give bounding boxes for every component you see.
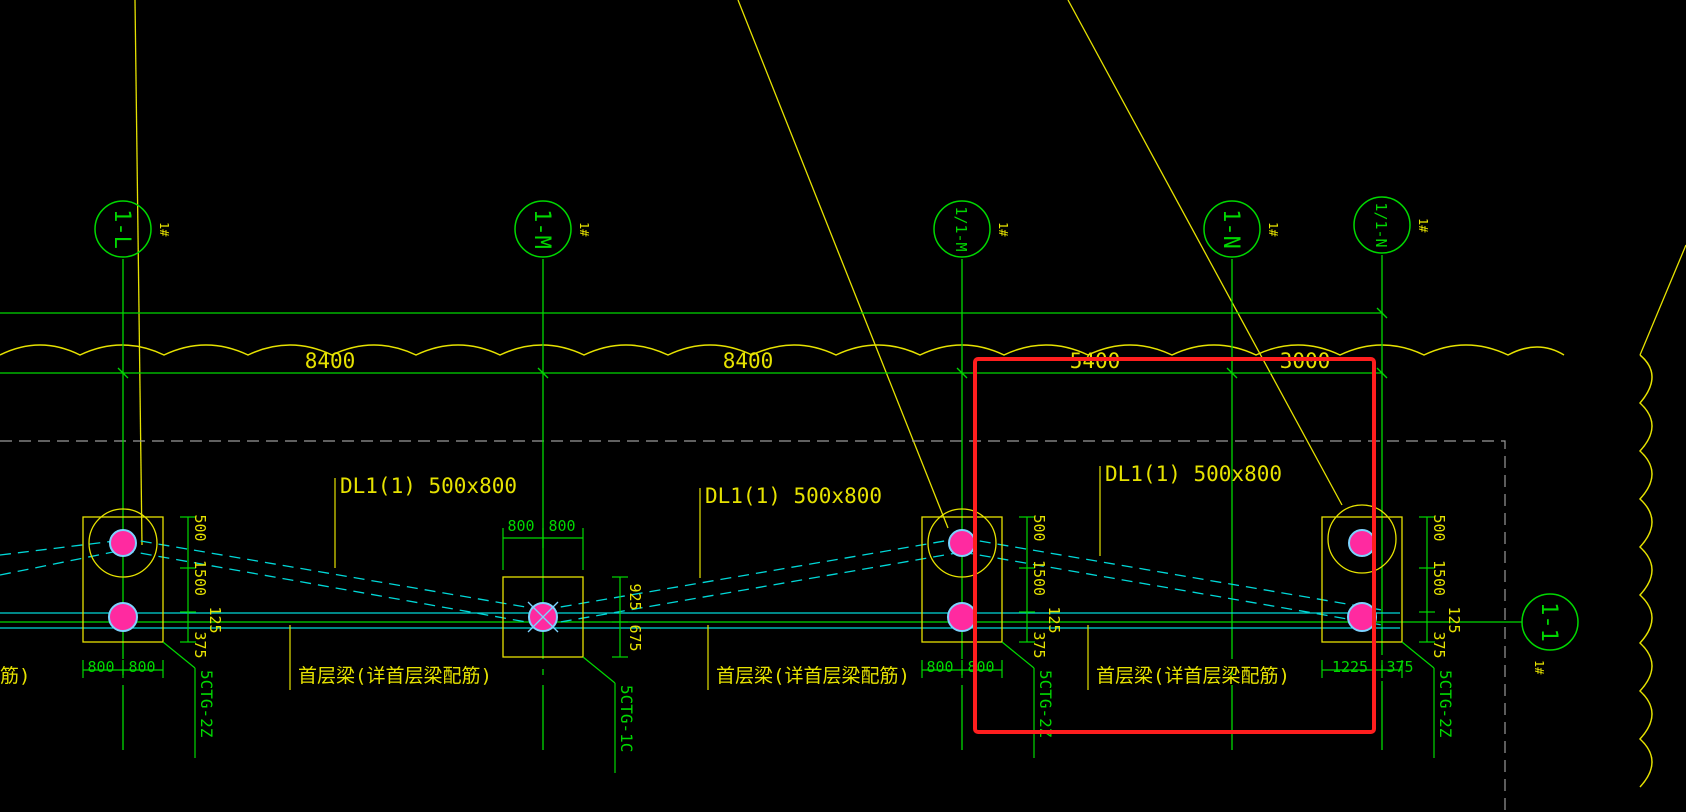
pile-icon	[947, 602, 977, 632]
dim-text: 1500	[1030, 560, 1048, 596]
grid-axis-1-L[interactable]: 1-L 1#	[94, 200, 171, 750]
dim-text: 925	[626, 583, 644, 610]
grid-axis-1-1-M[interactable]: 1/1-M 1#	[933, 200, 1010, 750]
leader-line	[134, 0, 143, 546]
axis-label: 1/1-M	[952, 206, 970, 251]
span-dimension: 8400	[305, 349, 356, 373]
dim-text: 375	[1030, 631, 1048, 658]
cap-dimension-lines	[82, 516, 1435, 678]
ground-beam-label: 首层梁(详首层梁配筋)	[298, 665, 492, 687]
pile-icon	[1348, 529, 1376, 557]
beam-label: DL1(1) 500x800	[1105, 462, 1282, 486]
dim-text: 125	[1445, 606, 1463, 633]
dim-text: 1500	[1430, 560, 1448, 596]
dim-text: 800	[128, 658, 155, 676]
dimension-lines	[0, 307, 1388, 379]
axis-label: 1-1	[1536, 602, 1561, 642]
pile-cap-1[interactable]	[82, 508, 164, 643]
dim-text: 800	[926, 658, 953, 676]
dim-text: 800	[967, 658, 994, 676]
pile-icon	[1347, 602, 1377, 632]
dim-text: 500	[191, 514, 209, 541]
pile-cap-2[interactable]	[502, 576, 584, 658]
axis-marker: 1#	[157, 222, 171, 237]
pile-cap-3[interactable]	[921, 508, 1003, 643]
cap-label: 5CTG-2Z	[1036, 670, 1055, 738]
dashed-boundary	[0, 440, 1506, 812]
highlight-selection-box[interactable]	[973, 357, 1376, 734]
leader-line	[1067, 0, 1343, 506]
dim-text: 800	[548, 517, 575, 535]
axis-marker: 1#	[1266, 222, 1280, 237]
pile-cap-4[interactable]	[1321, 504, 1403, 643]
dim-text: 1500	[191, 560, 209, 596]
dim-text: 500	[1030, 514, 1048, 541]
ground-beam-label: 筋)	[0, 665, 30, 687]
dim-text: 800	[507, 517, 534, 535]
grid-axis-1-1[interactable]: 1-1 1#	[0, 593, 1579, 675]
beam-label-leaders	[289, 466, 1101, 690]
dim-text: 675	[626, 624, 644, 651]
axis-label: 1-N	[1218, 209, 1243, 249]
span-dimension: 8400	[723, 349, 774, 373]
beam-label: DL1(1) 500x800	[705, 484, 882, 508]
axis-label: 1-L	[109, 209, 134, 249]
leader-line	[1639, 244, 1686, 356]
ground-beam-label: 首层梁(详首层梁配筋)	[1096, 665, 1290, 687]
cap-label-leaders	[162, 641, 1435, 773]
axis-label: 1-M	[529, 209, 554, 249]
axis-label: 1/1-N	[1372, 202, 1390, 247]
ground-beam-lines	[0, 537, 1400, 629]
dim-text: 375	[1430, 631, 1448, 658]
dim-text: 500	[1430, 514, 1448, 541]
cap-label: 5CTG-2Z	[1436, 670, 1455, 738]
cap-label: 5CTG-1C	[617, 685, 636, 752]
ground-beam-label: 首层梁(详首层梁配筋)	[716, 665, 910, 687]
revision-cloud-top	[0, 344, 1565, 356]
dim-text: 375	[1386, 658, 1413, 676]
pile-icon	[948, 529, 976, 557]
grid-axis-1-M[interactable]: 1-M 1#	[514, 200, 591, 750]
pile-icon	[108, 602, 138, 632]
grid-axis-1-N[interactable]: 1-N 1#	[1203, 200, 1280, 750]
pile-icon	[109, 529, 137, 557]
axis-marker: 1#	[577, 222, 591, 237]
axis-marker: 1#	[996, 222, 1010, 237]
dim-text: 800	[87, 658, 114, 676]
revision-cloud-right	[1638, 354, 1653, 788]
dim-text: 125	[1045, 606, 1063, 633]
axis-marker: 1#	[1416, 218, 1430, 233]
cap-label: 5CTG-2Z	[197, 670, 216, 738]
dim-text: 375	[191, 631, 209, 658]
leader-line	[737, 0, 949, 529]
dim-text: 125	[206, 606, 224, 633]
dim-text: 1225	[1332, 658, 1368, 676]
beam-label: DL1(1) 500x800	[340, 474, 517, 498]
axis-marker: 1#	[1532, 660, 1546, 675]
